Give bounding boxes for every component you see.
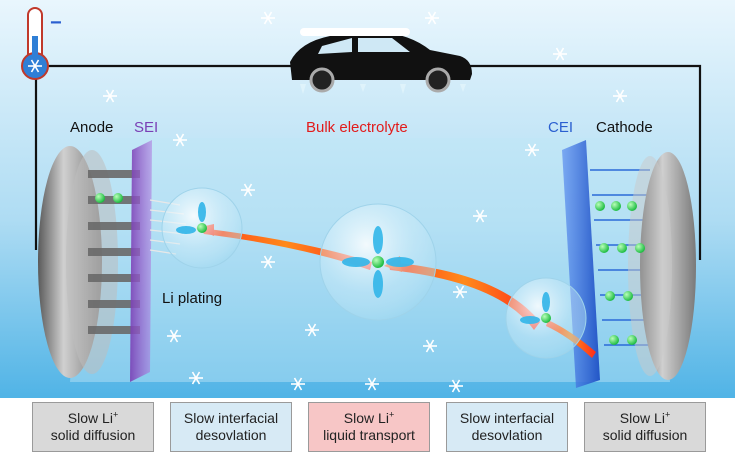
process-box-line2: liquid transport: [323, 427, 415, 443]
process-box-anode-desolvation: Slow interfacial desovlation: [170, 402, 292, 452]
anode-label: Anode: [70, 119, 114, 136]
process-box-anode-diffusion: Slow Li+ solid diffusion: [32, 402, 154, 452]
process-box-line1: Slow Li+: [67, 409, 119, 426]
process-box-cathode-diffusion: Slow Li+ solid diffusion: [584, 402, 706, 452]
li-plating-label: Li plating: [162, 290, 223, 307]
bulk-electrolyte-label: Bulk electrolyte: [306, 119, 408, 136]
process-box-line1: Slow Li+: [343, 409, 395, 426]
li-ion-icon: [95, 193, 645, 345]
cathode-label: Cathode: [596, 119, 653, 136]
cei-label: CEI: [548, 119, 574, 136]
process-box-line2: desovlation: [195, 427, 267, 443]
process-box-line2: desovlation: [471, 427, 543, 443]
thermometer-minus-sign: −: [50, 12, 62, 34]
solvation-shell: [161, 187, 587, 359]
car-icon: [290, 28, 472, 94]
process-box-cathode-desolvation: Slow interfacial desovlation: [446, 402, 568, 452]
sei-label: SEI: [134, 119, 159, 136]
thermometer-icon: [21, 7, 49, 80]
anode-electrode: [38, 146, 140, 378]
process-box-liquid-transport: Slow Li+ liquid transport: [308, 402, 430, 452]
process-box-line2: solid diffusion: [602, 427, 688, 443]
process-box-line1: Slow Li+: [619, 409, 671, 426]
process-box-line1: Slow interfacial: [183, 410, 279, 426]
process-box-line1: Slow interfacial: [459, 410, 555, 426]
process-box-line2: solid diffusion: [50, 427, 136, 443]
